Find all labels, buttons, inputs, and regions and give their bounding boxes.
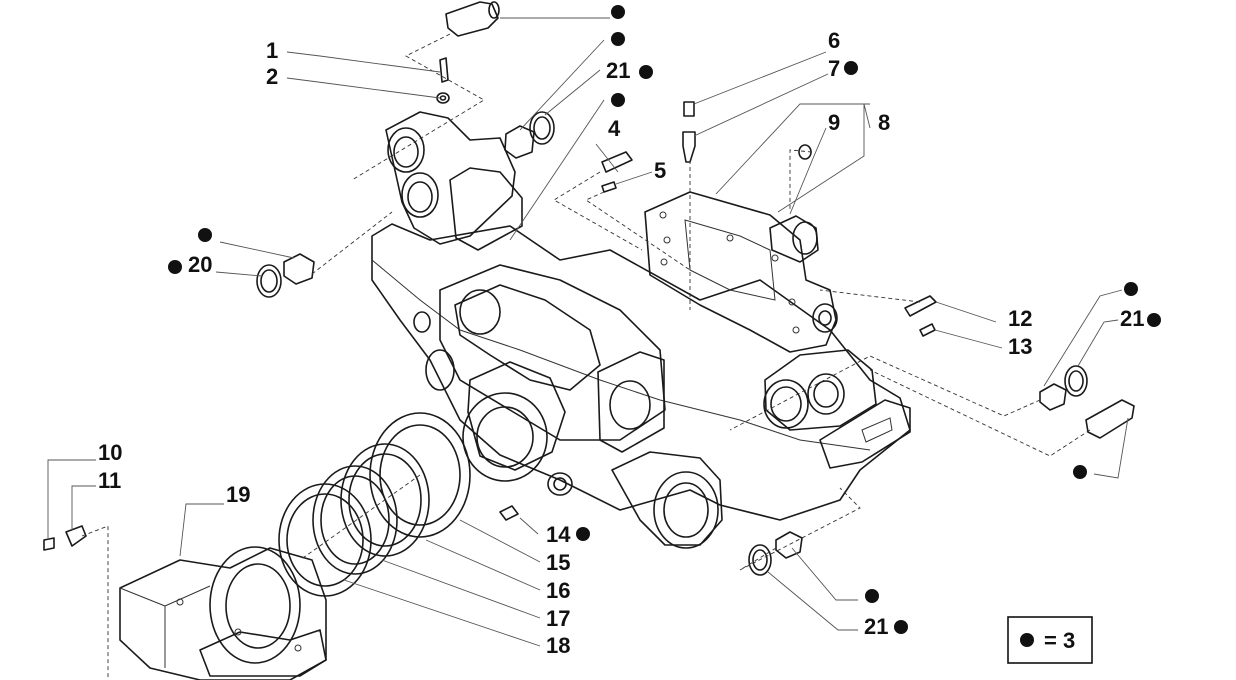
bullet-marker (198, 228, 212, 242)
part-labels: 1 2 21 4 5 6 7 9 8 12 13 21 20 10 11 19 … (98, 28, 1144, 658)
bullet-marker (1124, 282, 1138, 296)
label-21c: 21 (864, 614, 888, 639)
bullet-markers (168, 5, 1161, 634)
label-8: 8 (878, 110, 890, 135)
label-19: 19 (226, 482, 250, 507)
label-20: 20 (188, 252, 212, 277)
bullet-marker (865, 589, 879, 603)
bullet-marker (611, 93, 625, 107)
bullet-marker (168, 260, 182, 274)
label-10: 10 (98, 440, 122, 465)
small-parts (43, 1, 1135, 576)
bullet-marker (639, 65, 653, 79)
assembly-lines (81, 33, 1091, 680)
label-12: 12 (1008, 306, 1032, 331)
ring-stack (278, 412, 471, 597)
flange-plate (644, 191, 838, 353)
bullet-marker (611, 5, 625, 19)
bullet-marker (1147, 313, 1161, 327)
label-9: 9 (828, 110, 840, 135)
label-6: 6 (828, 28, 840, 53)
main-housing (371, 111, 911, 549)
bullet-marker (894, 620, 908, 634)
label-15: 15 (546, 550, 570, 575)
legend-text: = 3 (1044, 628, 1075, 653)
label-14: 14 (546, 522, 571, 547)
bullet-marker (1073, 465, 1087, 479)
label-21b: 21 (1120, 306, 1144, 331)
label-21a: 21 (606, 58, 630, 83)
label-17: 17 (546, 606, 570, 631)
support-block (119, 546, 327, 680)
label-2: 2 (266, 64, 278, 89)
leader-lines (47, 17, 1129, 647)
label-7: 7 (828, 56, 840, 81)
label-16: 16 (546, 578, 570, 603)
bullet-marker (844, 61, 858, 75)
legend-bullet-icon (1020, 633, 1034, 647)
label-18: 18 (546, 633, 570, 658)
label-5: 5 (654, 158, 666, 183)
label-13: 13 (1008, 334, 1032, 359)
label-1: 1 (266, 38, 278, 63)
label-11: 11 (98, 468, 121, 493)
label-4: 4 (608, 116, 621, 141)
bullet-marker (576, 527, 590, 541)
legend-box: = 3 (1007, 616, 1093, 664)
bullet-marker (611, 32, 625, 46)
